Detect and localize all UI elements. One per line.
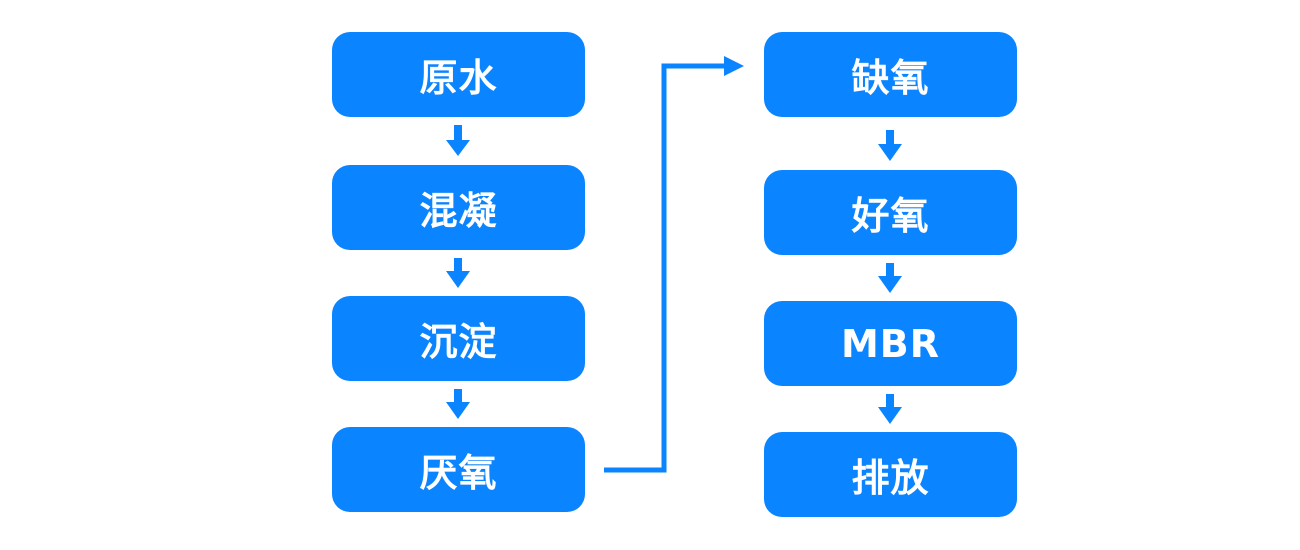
arrow-n1-n2 xyxy=(446,258,470,288)
arrow-n4-n5 xyxy=(878,130,902,161)
node-aerobic: 好氧 xyxy=(764,170,1017,255)
node-anoxic: 缺氧 xyxy=(764,32,1017,117)
arrow-n3-n4 xyxy=(604,56,744,473)
node-discharge: 排放 xyxy=(764,432,1017,517)
arrow-n0-n1 xyxy=(446,125,470,156)
node-anaerobic: 厌氧 xyxy=(332,427,585,512)
arrow-n6-n7 xyxy=(878,394,902,424)
arrow-n5-n6 xyxy=(878,263,902,293)
node-coagulation: 混凝 xyxy=(332,165,585,250)
arrow-n2-n3 xyxy=(446,389,470,419)
node-raw-water: 原水 xyxy=(332,32,585,117)
node-sedimentation: 沉淀 xyxy=(332,296,585,381)
node-mbr: MBR xyxy=(764,301,1017,386)
